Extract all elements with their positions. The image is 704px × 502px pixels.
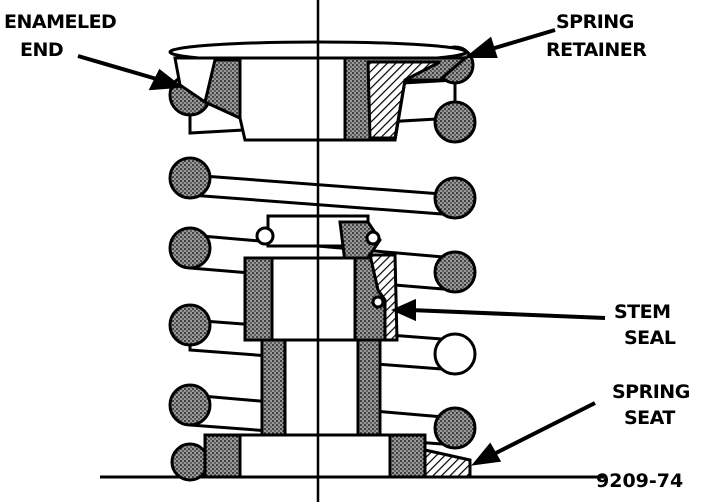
coil-sections-right bbox=[433, 45, 477, 450]
leader-lines bbox=[77, 28, 606, 466]
valve-guide bbox=[243, 256, 387, 437]
label-spring-seat-line1: SPRING bbox=[612, 381, 690, 403]
arrow-spring-seat bbox=[491, 401, 596, 457]
stem-seal bbox=[368, 253, 399, 342]
label-enameled-end-line2: END bbox=[20, 39, 63, 61]
arrowhead-stem-seal bbox=[391, 298, 416, 322]
arrowhead-spring-seat bbox=[471, 442, 502, 466]
arrowhead-spring-retainer bbox=[464, 36, 498, 58]
label-enameled-end-line1: ENAMELED bbox=[4, 11, 116, 33]
coil-sections-left bbox=[168, 73, 212, 482]
label-spring-retainer-line1: SPRING bbox=[556, 11, 634, 33]
label-stem-seal-line1: STEM bbox=[614, 301, 671, 323]
arrow-stem-seal bbox=[409, 308, 606, 320]
label-spring-retainer-line2: RETAINER bbox=[546, 39, 647, 61]
arrowhead-enameled-end bbox=[148, 68, 184, 91]
arrow-spring-retainer bbox=[487, 28, 556, 52]
figure-number: 9209-74 bbox=[596, 470, 683, 492]
spring-seat bbox=[203, 433, 472, 479]
label-spring-seat-line2: SEAT bbox=[624, 407, 675, 429]
spring-retainer bbox=[168, 40, 469, 142]
arrow-enameled-end bbox=[77, 54, 161, 82]
label-stem-seal-line2: SEAL bbox=[624, 327, 676, 349]
